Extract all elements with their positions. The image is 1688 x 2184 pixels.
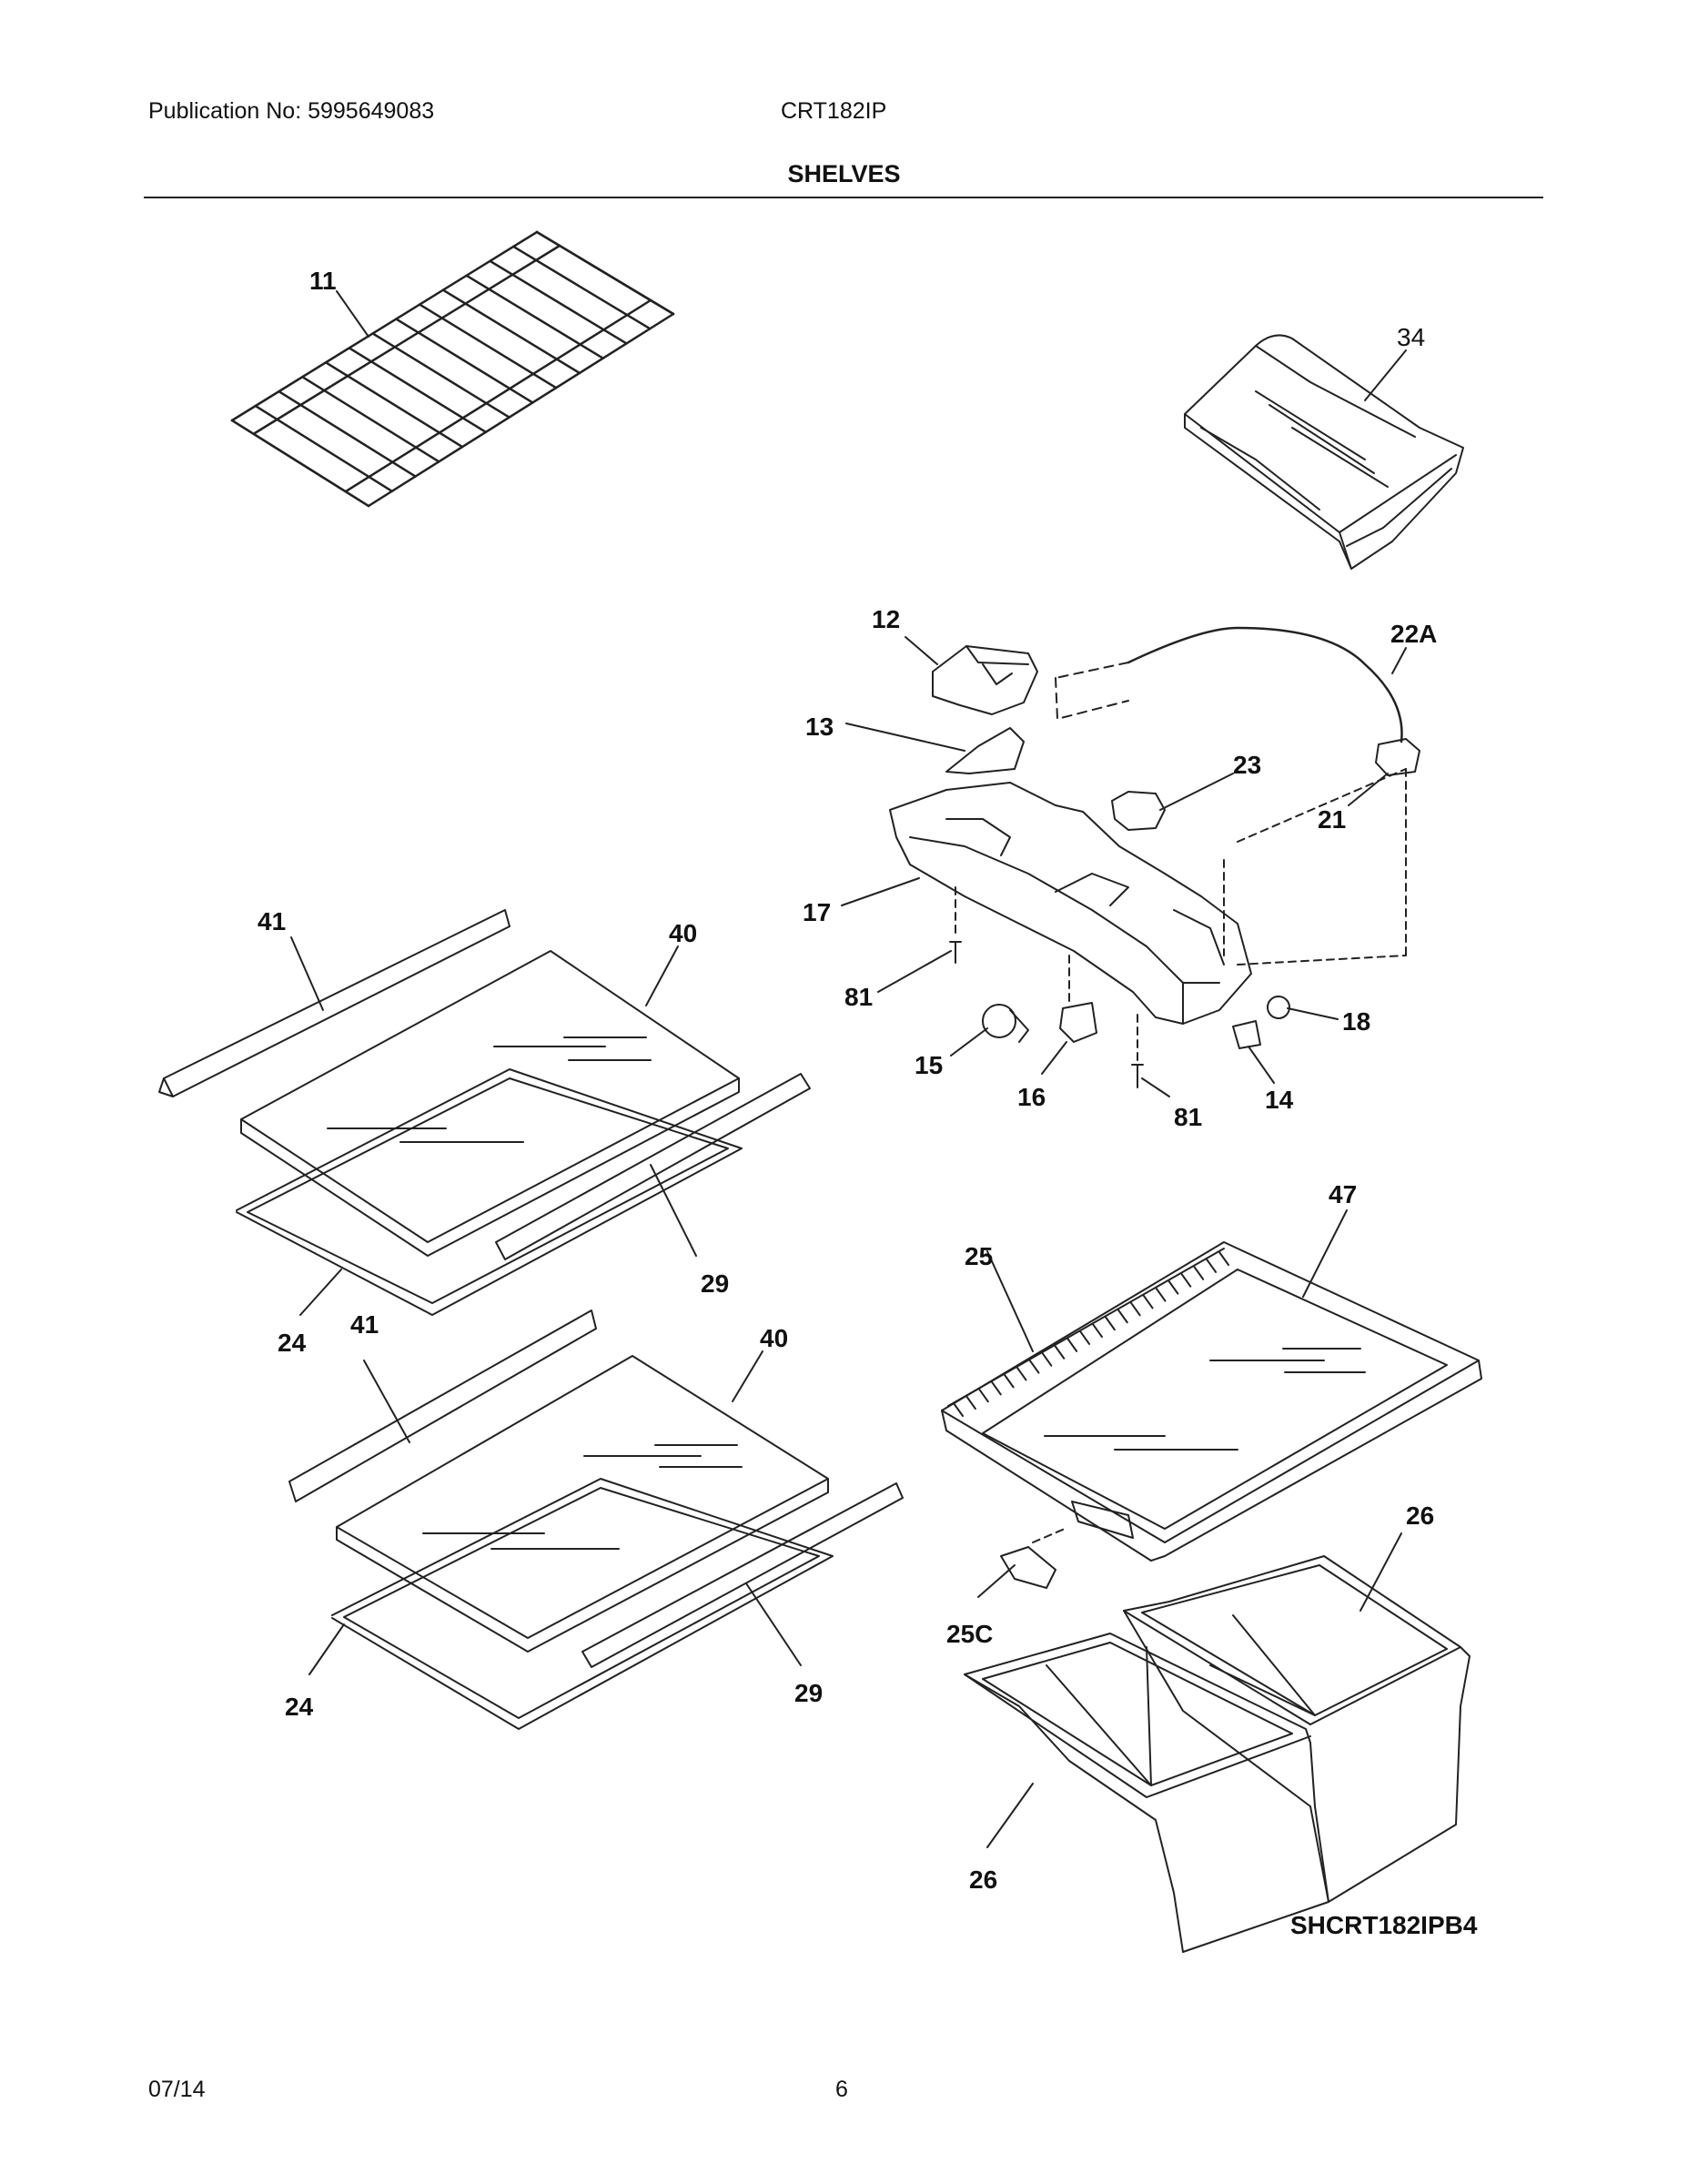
vent-slot <box>1142 1294 1154 1309</box>
callout-24-lower: 24 <box>285 1693 314 1721</box>
light-housing-assembly <box>889 626 1420 1088</box>
callout-41-upper: 41 <box>258 907 286 935</box>
callout-14: 14 <box>1265 1086 1294 1114</box>
part-18 <box>1267 996 1290 1019</box>
leader-lines <box>290 290 1407 1848</box>
callout-40-upper: 40 <box>669 919 697 947</box>
vent-slot <box>1028 1359 1040 1374</box>
vent-slot <box>965 1395 976 1410</box>
callout-15: 15 <box>915 1051 943 1079</box>
rail-part-41b <box>288 1309 597 1502</box>
vent-slot <box>1079 1330 1091 1345</box>
callout-41-lower: 41 <box>350 1310 379 1339</box>
vent-slot <box>1054 1344 1066 1360</box>
screw-part-81a <box>949 941 962 964</box>
publication-number: Publication No: 5995649083 <box>148 98 435 124</box>
callout-34: 34 <box>1397 323 1425 351</box>
callout-25: 25 <box>965 1242 993 1270</box>
callout-21: 21 <box>1318 805 1346 834</box>
wire-shelf-part-11 <box>230 230 675 508</box>
part-23 <box>1111 791 1166 831</box>
callout-29-lower: 29 <box>794 1679 823 1707</box>
callout-26-upper: 26 <box>1406 1502 1434 1530</box>
vent-slot <box>1117 1309 1128 1324</box>
vent-slot <box>1167 1279 1179 1295</box>
callout-81-left: 81 <box>844 983 873 1011</box>
callout-22a: 22A <box>1390 620 1437 648</box>
crisper-cover-part-47 <box>941 1241 1482 1589</box>
model-number: CRT182IP <box>781 98 887 124</box>
vent-slot <box>1218 1251 1229 1266</box>
vent-slot <box>953 1402 964 1417</box>
callout-18: 18 <box>1342 1007 1370 1036</box>
callout-11: 11 <box>309 267 337 295</box>
vent-slot <box>990 1380 1002 1396</box>
callout-24-upper: 24 <box>278 1329 307 1357</box>
vent-grille-part-25 <box>947 1248 1225 1407</box>
bulb-part-15 <box>982 1004 1016 1038</box>
rail-part-29b <box>581 1482 904 1668</box>
vent-slot <box>1155 1287 1167 1302</box>
vent-slot <box>1180 1272 1192 1288</box>
vent-slot <box>1193 1265 1205 1280</box>
part-12 <box>932 645 1038 715</box>
callout-23: 23 <box>1233 751 1261 779</box>
vent-slot <box>977 1388 989 1403</box>
vent-slot <box>1003 1373 1015 1389</box>
screw-part-81b <box>1131 1064 1144 1088</box>
glass-shelf-set-upper <box>158 909 811 1316</box>
rail-part-29a <box>495 1073 811 1260</box>
vent-slot <box>1129 1301 1141 1317</box>
vent-slot <box>1104 1316 1116 1331</box>
callout-labels: 11 34 12 22A 13 23 21 17 41 40 81 18 15 … <box>258 267 1478 1939</box>
callout-40-lower: 40 <box>760 1324 788 1352</box>
callout-13: 13 <box>805 713 834 741</box>
header-rule <box>144 197 1543 198</box>
callout-29-upper: 29 <box>701 1269 729 1298</box>
bin-part-34 <box>1184 334 1464 570</box>
page-number: 6 <box>835 2077 848 2102</box>
housing-part-17 <box>889 782 1252 1025</box>
vent-slot <box>1091 1323 1103 1339</box>
socket-part-16 <box>1059 1002 1097 1043</box>
callout-16: 16 <box>1017 1083 1046 1111</box>
footer-date: 07/14 <box>148 2077 206 2102</box>
callout-12: 12 <box>872 605 900 633</box>
vent-slot <box>1041 1351 1053 1367</box>
diagram-code: SHCRT182IPB4 <box>1290 1911 1478 1939</box>
section-title: SHELVES <box>787 160 901 187</box>
frame-part-24b <box>331 1478 834 1730</box>
rail-part-41a <box>163 909 510 1097</box>
vent-slot <box>1066 1337 1078 1352</box>
callout-25c: 25C <box>946 1620 993 1648</box>
vent-slot <box>1206 1258 1218 1273</box>
callout-17: 17 <box>803 898 831 926</box>
glass-shelf-set-lower <box>288 1309 904 1730</box>
vent-slot <box>1016 1366 1027 1381</box>
crisper-bins-part-26 <box>964 1555 1471 1953</box>
callout-81-right: 81 <box>1174 1103 1202 1131</box>
wire-harness-22a <box>1127 626 1403 743</box>
callout-26-lower: 26 <box>969 1866 997 1894</box>
callout-47: 47 <box>1329 1180 1357 1208</box>
part-14 <box>1232 1020 1261 1049</box>
bracket-part-25c <box>1000 1546 1056 1589</box>
frame-part-24a <box>236 1068 743 1316</box>
part-21 <box>1375 738 1420 776</box>
part-13 <box>945 727 1025 774</box>
